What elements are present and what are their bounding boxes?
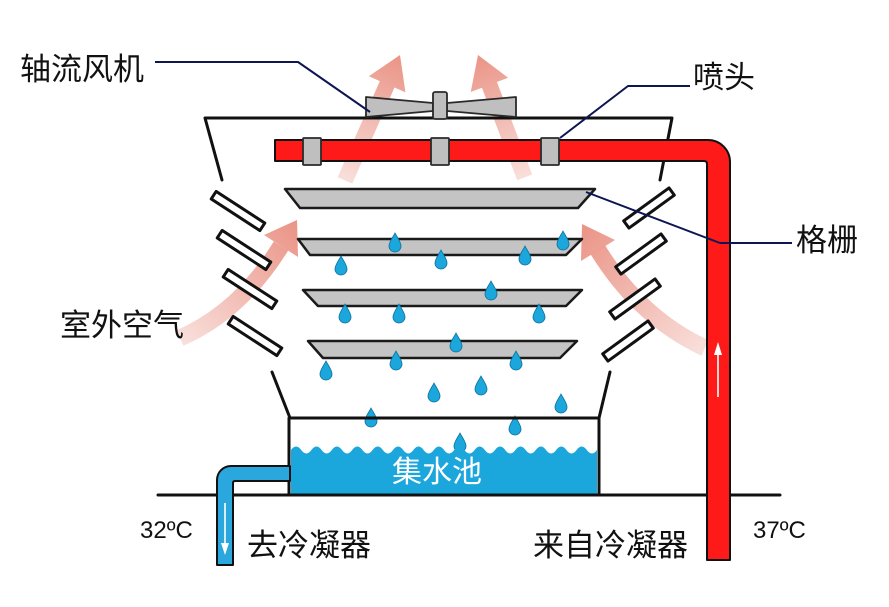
axial-fan	[365, 91, 517, 120]
axial-fan-label: 轴流风机	[20, 52, 144, 88]
basin-water	[291, 446, 598, 494]
fan-blade-right	[446, 96, 517, 118]
grille-label: 格栅	[796, 223, 858, 259]
fill-grilles	[283, 187, 597, 360]
inlet-temperature: 37ºC	[753, 517, 806, 544]
louver	[601, 319, 655, 363]
water-drop-icon	[484, 280, 498, 301]
grille-tier-1	[283, 187, 597, 210]
water-drop-icon	[474, 375, 488, 396]
collection-basin-label: 集水池	[392, 455, 482, 490]
outdoor-air-label: 室外空气	[60, 308, 184, 344]
grille-tier-2	[296, 237, 584, 257]
louver	[622, 186, 676, 230]
water-drop-icon	[388, 232, 402, 253]
water-drop-icon	[554, 393, 568, 414]
basin-outline	[287, 416, 601, 497]
to-condenser-label: 去冷凝器	[247, 528, 371, 564]
collection-basin: 集水池	[287, 416, 601, 497]
louver	[608, 277, 662, 321]
nozzle	[540, 137, 560, 166]
spray-nozzles	[302, 137, 560, 166]
axial-fan-leader-line	[155, 61, 371, 113]
louver	[614, 232, 668, 276]
outlet-temperature: 32ºC	[140, 517, 193, 544]
water-drop-icon	[334, 255, 348, 276]
louver	[226, 314, 284, 358]
nozzle-label: 喷头	[693, 60, 755, 96]
louver	[221, 267, 279, 311]
cold-water-outlet-pipe	[216, 465, 291, 566]
louver	[215, 228, 273, 272]
fan-blade-left	[365, 96, 434, 118]
tower-lower-wall-right	[597, 370, 612, 420]
intake-air-arrow-right	[581, 224, 709, 356]
grille-tier-4	[306, 339, 579, 360]
louver	[209, 189, 267, 233]
air-inlet-louvers-right	[601, 186, 676, 363]
grille-leader-line	[585, 191, 792, 244]
flow-up-arrow-icon	[714, 342, 722, 355]
nozzle	[302, 137, 322, 166]
nozzle-leader-line	[559, 85, 690, 139]
nozzle	[430, 137, 450, 166]
water-drop-icon	[319, 360, 333, 381]
fan-hub	[432, 91, 448, 120]
water-drop-icon	[556, 230, 570, 251]
air-inlet-louvers-left	[209, 189, 284, 358]
water-drop-icon	[449, 332, 463, 353]
hot-water-inlet-pipe	[274, 139, 731, 561]
water-drop-icon	[427, 382, 441, 403]
tower-lower-wall-left	[270, 370, 292, 420]
flow-down-arrow-icon	[221, 543, 229, 555]
from-condenser-label: 来自冷凝器	[533, 528, 688, 564]
intake-air-arrow-left	[176, 220, 298, 346]
